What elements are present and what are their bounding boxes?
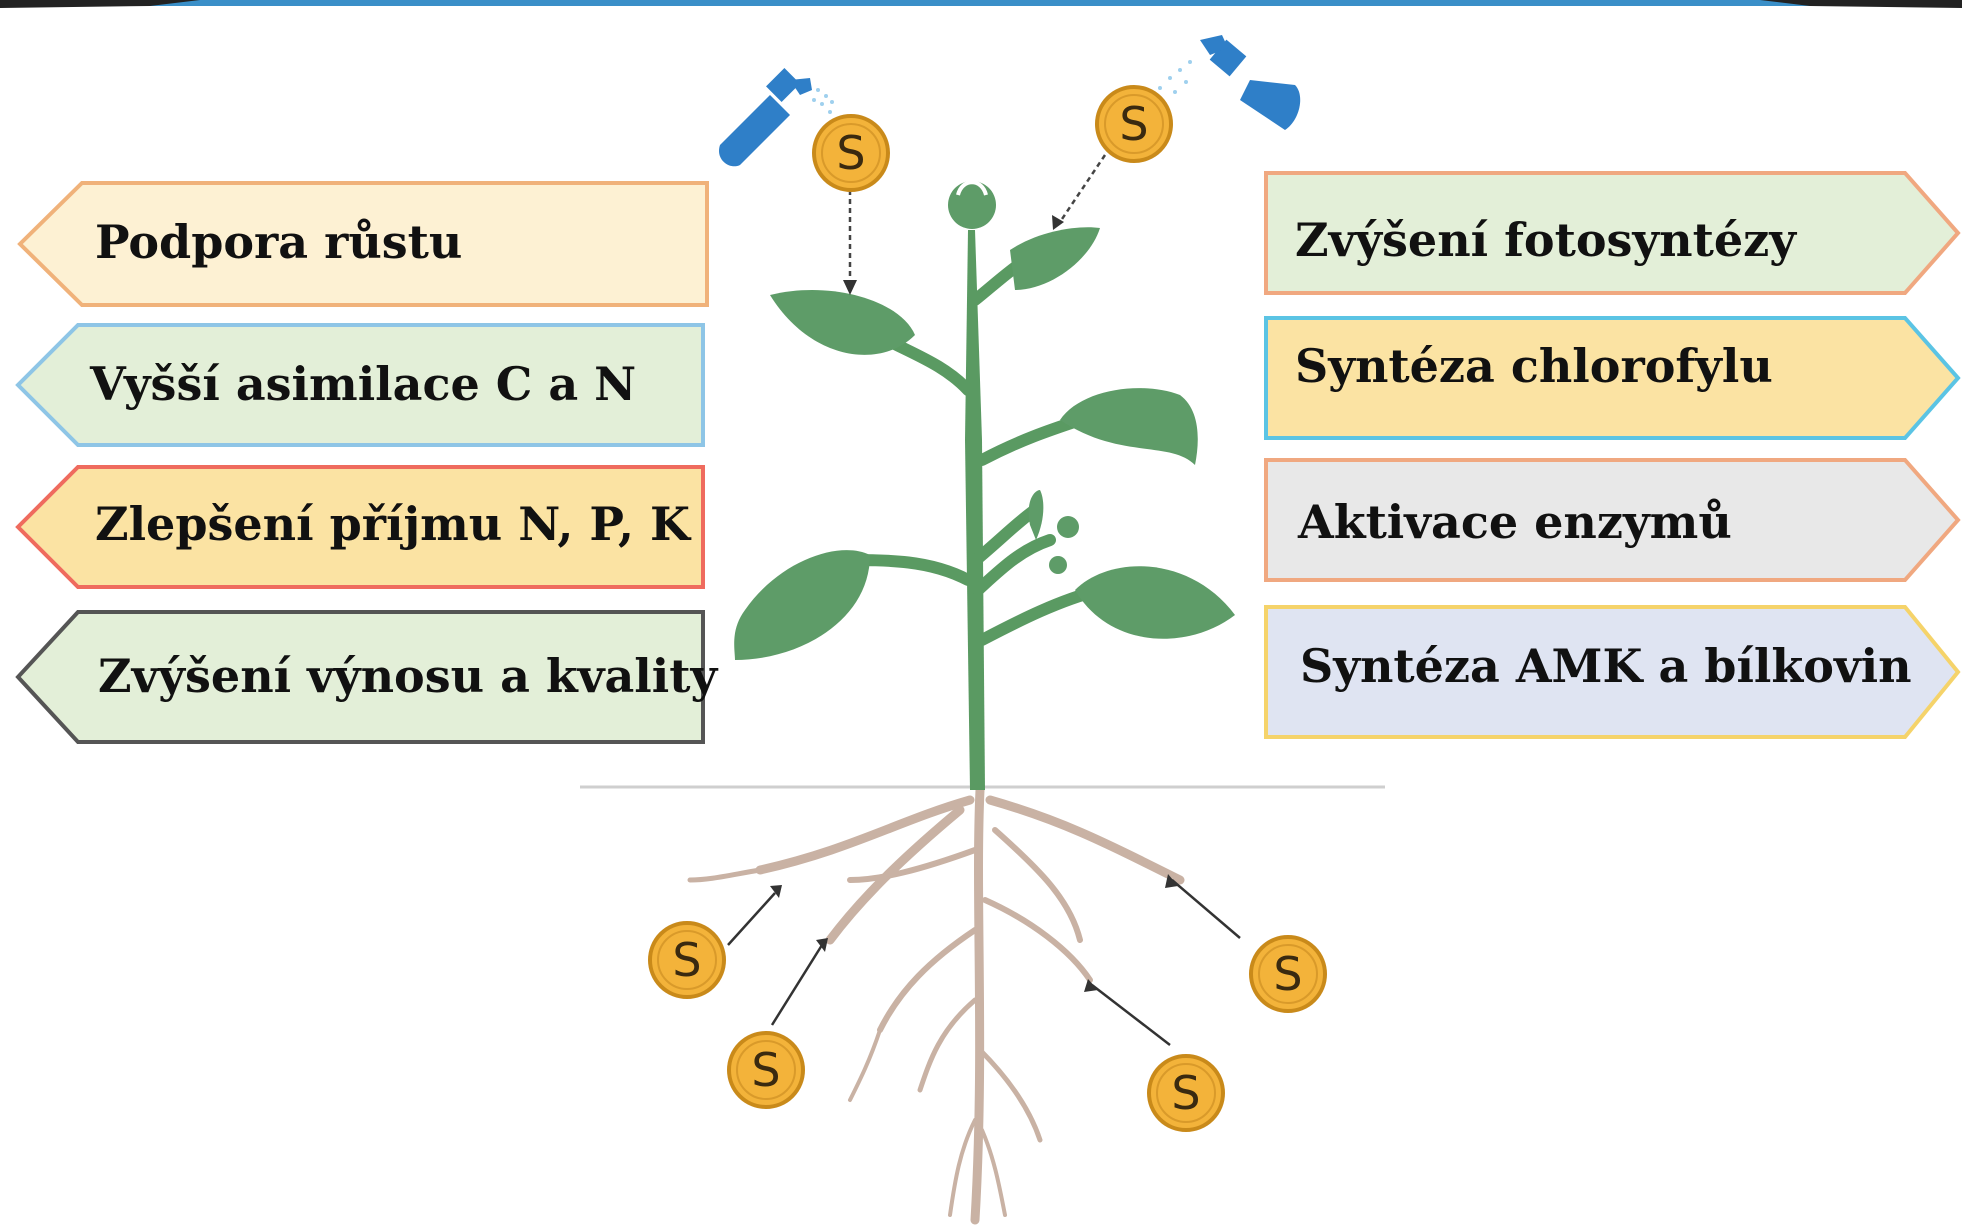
leaf-lower-right [1075, 566, 1235, 638]
right-box-4-label: Syntéza AMK a bílkovin [1300, 639, 1912, 693]
leaf-upper-left [770, 290, 915, 355]
left-box-3-label: Zlepšení příjmu N, P, K [95, 497, 692, 551]
svg-text:S: S [836, 126, 865, 180]
svg-text:S: S [1171, 1066, 1200, 1120]
sulfur-coin-6: S [1149, 1056, 1223, 1130]
leaf-top-right [1010, 227, 1100, 290]
bud-small [1029, 490, 1044, 540]
right-box-1: Zvýšení fotosyntézy [1266, 173, 1958, 293]
sprayer-right-icon [1158, 35, 1300, 130]
right-box-1-label: Zvýšení fotosyntézy [1295, 213, 1797, 267]
plant-shoot [734, 181, 1235, 790]
bud-round [1057, 516, 1079, 538]
left-box-4: Zvýšení výnosu a kvality [18, 612, 718, 742]
sulfur-coin-3: S [650, 923, 724, 997]
sulfur-coin-1: S [814, 116, 888, 190]
svg-text:S: S [1119, 97, 1148, 151]
sulfur-coin-2: S [1097, 87, 1171, 161]
left-box-2-label: Vyšší asimilace C a N [89, 357, 636, 411]
root-system [690, 790, 1180, 1220]
leaf-lower-left [734, 550, 870, 660]
right-box-2: Syntéza chlorofylu [1266, 318, 1958, 438]
bud-small-2 [1049, 556, 1067, 574]
leaf-middle-right [1060, 388, 1198, 465]
right-box-4: Syntéza AMK a bílkovin [1266, 607, 1958, 737]
svg-text:S: S [751, 1043, 780, 1097]
sulfur-coin-4: S [729, 1033, 803, 1107]
left-box-2: Vyšší asimilace C a N [18, 325, 703, 445]
right-box-3-label: Aktivace enzymů [1297, 495, 1732, 549]
left-box-4-label: Zvýšení výnosu a kvality [98, 649, 718, 703]
top-border-bar [0, 0, 1962, 6]
left-box-1-label: Podpora růstu [95, 215, 462, 269]
flower-bud-top [948, 181, 996, 229]
svg-text:S: S [672, 933, 701, 987]
right-box-3: Aktivace enzymů [1266, 460, 1958, 580]
right-box-2-label: Syntéza chlorofylu [1295, 339, 1773, 393]
left-box-3: Zlepšení příjmu N, P, K [18, 467, 703, 587]
left-box-1: Podpora růstu [20, 183, 707, 305]
svg-text:S: S [1273, 947, 1302, 1001]
main-stem [965, 230, 985, 790]
sulfur-coin-5: S [1251, 937, 1325, 1011]
